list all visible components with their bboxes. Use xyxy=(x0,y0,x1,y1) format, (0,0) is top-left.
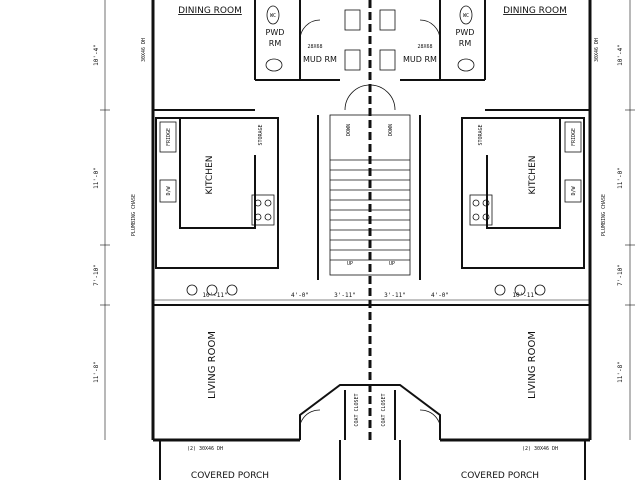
dim-kitchen-right: 11'-0" xyxy=(617,167,624,189)
kitchen-right-label: KITCHEN xyxy=(528,156,538,195)
dim-hall-left: 4'-0" xyxy=(291,292,309,299)
mud-room-right-label: MUD RM xyxy=(403,55,437,64)
plumbing-chase-right-label: PLUMBING CHASE xyxy=(601,194,607,236)
door-size-right-label: 28X68 xyxy=(417,44,432,50)
exterior-walls xyxy=(151,0,592,442)
dim-living-left: 11'-8" xyxy=(93,361,100,383)
fridge-right-label: FRIDGE xyxy=(571,128,577,146)
down-left-label: DOWN xyxy=(346,124,352,136)
window-size-right-label: 30X46 DH xyxy=(594,38,600,62)
coat-closet-right-label: COAT CLOSET xyxy=(381,393,387,426)
pwd-left-label-1: PWD xyxy=(266,28,285,37)
dim-stair-right: 3'-11" xyxy=(384,292,406,299)
covered-porch-left-label: COVERED PORCH xyxy=(191,471,269,480)
storage-right-label: STORAGE xyxy=(478,124,484,145)
wc-right-label: WC xyxy=(463,13,469,19)
door-swings xyxy=(299,19,441,436)
pwd-left-label-2: RM xyxy=(269,39,282,48)
dining-room-right-label: DINING ROOM xyxy=(503,6,567,16)
dim-living-right: 11'-8" xyxy=(617,361,624,383)
door-size-left-label: 28X68 xyxy=(307,44,322,50)
fridge-left-label: FRIDGE xyxy=(166,128,172,146)
coat-closet-left-label: COAT CLOSET xyxy=(354,393,360,426)
mud-room-left-label: MUD RM xyxy=(303,55,337,64)
plumbing-chase-left-label: PLUMBING CHASE xyxy=(131,194,137,236)
dim-width-right: 10'-11" xyxy=(512,292,537,299)
down-right-label: DOWN xyxy=(388,124,394,136)
dim-upper-left: 10'-4" xyxy=(93,44,100,66)
dim-hall-right: 4'-0" xyxy=(431,292,449,299)
kitchen-left-label: KITCHEN xyxy=(205,156,215,195)
dim-mid-right: 7'-10" xyxy=(617,264,624,286)
dw-right-label: D/W xyxy=(571,185,577,195)
kitchen-appliances xyxy=(159,121,582,296)
dim-stair-left: 3'-11" xyxy=(334,292,356,299)
living-room-left-label: LIVING ROOM xyxy=(207,331,218,399)
window-size-left-label: 30X46 DH xyxy=(141,38,147,62)
porch-window-left-label: (2) 30X46 DH xyxy=(187,446,223,452)
up-right-label: UP xyxy=(389,261,395,267)
wc-left-label: WC xyxy=(270,13,276,19)
dining-room-left-label: DINING ROOM xyxy=(178,6,242,16)
pwd-right-label-1: PWD xyxy=(456,28,475,37)
dim-mid-left: 7'-10" xyxy=(93,264,100,286)
storage-left-label: STORAGE xyxy=(258,124,264,145)
stair-treads xyxy=(329,114,411,276)
up-left-label: UP xyxy=(347,261,353,267)
dim-upper-right: 10'-4" xyxy=(617,44,624,66)
pwd-right-label-2: RM xyxy=(459,39,472,48)
living-room-right-label: LIVING ROOM xyxy=(527,331,538,399)
dim-width-left: 10'-11" xyxy=(202,292,227,299)
interior-walls xyxy=(153,0,590,480)
dim-kitchen-left: 11'-0" xyxy=(93,167,100,189)
covered-porch-right-label: COVERED PORCH xyxy=(461,471,539,480)
dw-left-label: D/W xyxy=(166,185,172,195)
porch-window-right-label: (2) 30X46 DH xyxy=(522,446,558,452)
bath-fixtures xyxy=(265,5,475,72)
